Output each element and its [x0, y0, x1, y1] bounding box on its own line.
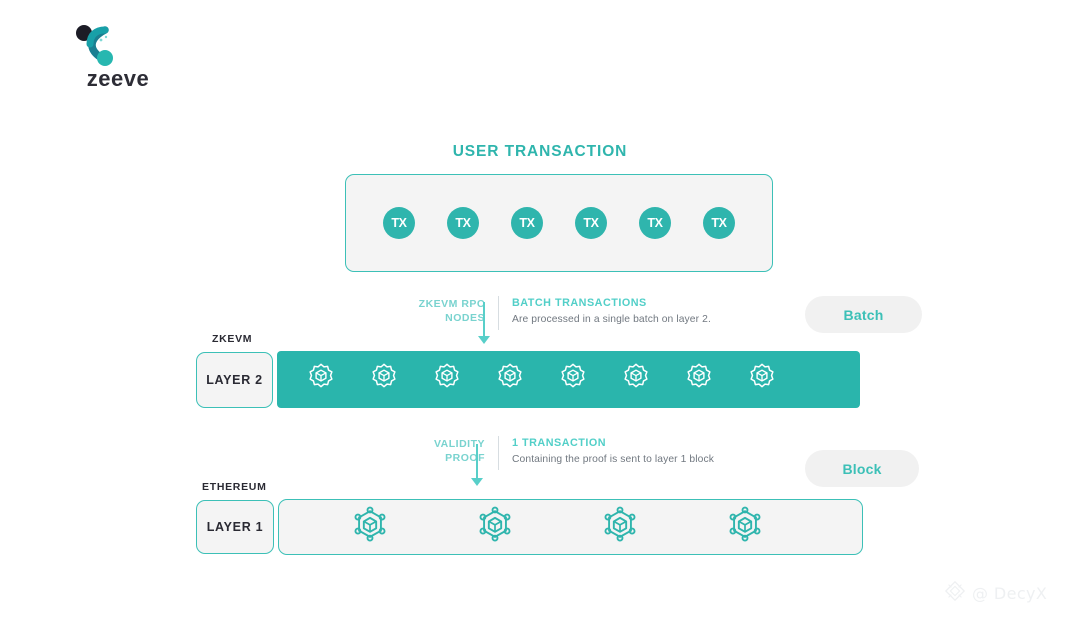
- layer-1-bar: [278, 499, 863, 555]
- annotation-batch-transactions: ZKEVM RPC NODES BATCH TRANSACTIONS Are p…: [407, 296, 711, 330]
- annotation-validity-proof: VALIDITY PROOF 1 TRANSACTION Containing …: [407, 436, 714, 470]
- batch-pill-label: Batch: [843, 306, 884, 323]
- layer-tag-ethereum: ETHEREUM: [202, 481, 267, 493]
- zeeve-node-logo-icon: [72, 24, 118, 66]
- arrow-down-icon: [471, 444, 483, 488]
- ethereum-block-node-icon: [726, 506, 764, 549]
- annotation-description: Containing the proof is sent to layer 1 …: [512, 454, 714, 465]
- layer-tag-zkevm: ZKEVM: [212, 333, 253, 345]
- annotation-divider: [498, 436, 499, 470]
- annotation-body: 1 TRANSACTION Containing the proof is se…: [512, 436, 714, 468]
- block-pill-label: Block: [842, 460, 882, 477]
- arrow-down-icon: [478, 302, 490, 346]
- zkevm-cube-node-icon: [496, 363, 524, 396]
- zkevm-cube-node-icon: [559, 363, 587, 396]
- tx-badge: TX: [575, 207, 607, 239]
- user-transaction-box: TX TX TX TX TX TX: [345, 174, 773, 272]
- annotation-divider: [498, 296, 499, 330]
- annotation-left-label-line2: PROOF: [445, 452, 485, 464]
- annotation-left-label-line1: ZKEVM RPC: [418, 298, 485, 310]
- zkevm-cube-node-icon: [433, 363, 461, 396]
- brand-logo: zeeve: [58, 24, 178, 91]
- layer-1-chip-label: LAYER 1: [206, 520, 264, 534]
- brand-name: zeeve: [86, 66, 150, 91]
- ethereum-block-node-icon: [476, 506, 514, 549]
- zkevm-cube-node-icon: [370, 363, 398, 396]
- tx-badge: TX: [447, 207, 479, 239]
- zkevm-cube-node-icon: [685, 363, 713, 396]
- diamond-watermark-icon: [944, 580, 966, 607]
- tx-badge: TX: [511, 207, 543, 239]
- batch-pill: Batch: [805, 296, 922, 333]
- layer-2-bar: [277, 351, 860, 408]
- tx-badge: TX: [383, 207, 415, 239]
- zkevm-cube-node-icon: [307, 363, 335, 396]
- ethereum-block-node-icon: [351, 506, 389, 549]
- watermark-handle: @ DecyX: [972, 584, 1048, 603]
- tx-badge: TX: [703, 207, 735, 239]
- annotation-left-label: VALIDITY PROOF: [407, 436, 485, 465]
- layer-2-chip: LAYER 2: [196, 352, 273, 408]
- ethereum-block-node-icon: [601, 506, 639, 549]
- annotation-left-label-line1: VALIDITY: [433, 438, 485, 450]
- tx-badge: TX: [639, 207, 671, 239]
- watermark: @ DecyX: [944, 580, 1047, 607]
- layer-1-chip: LAYER 1: [196, 500, 274, 554]
- page-title: USER TRANSACTION: [452, 143, 628, 160]
- annotation-heading: 1 TRANSACTION: [512, 437, 607, 449]
- zkevm-cube-node-icon: [748, 363, 776, 396]
- annotation-left-label: ZKEVM RPC NODES: [407, 296, 485, 325]
- annotation-body: BATCH TRANSACTIONS Are processed in a si…: [512, 296, 711, 328]
- zkevm-cube-node-icon: [622, 363, 650, 396]
- layer-2-chip-label: LAYER 2: [206, 373, 263, 387]
- annotation-left-label-line2: NODES: [445, 312, 485, 324]
- annotation-heading: BATCH TRANSACTIONS: [512, 297, 647, 309]
- block-pill: Block: [805, 450, 919, 487]
- annotation-description: Are processed in a single batch on layer…: [512, 314, 711, 325]
